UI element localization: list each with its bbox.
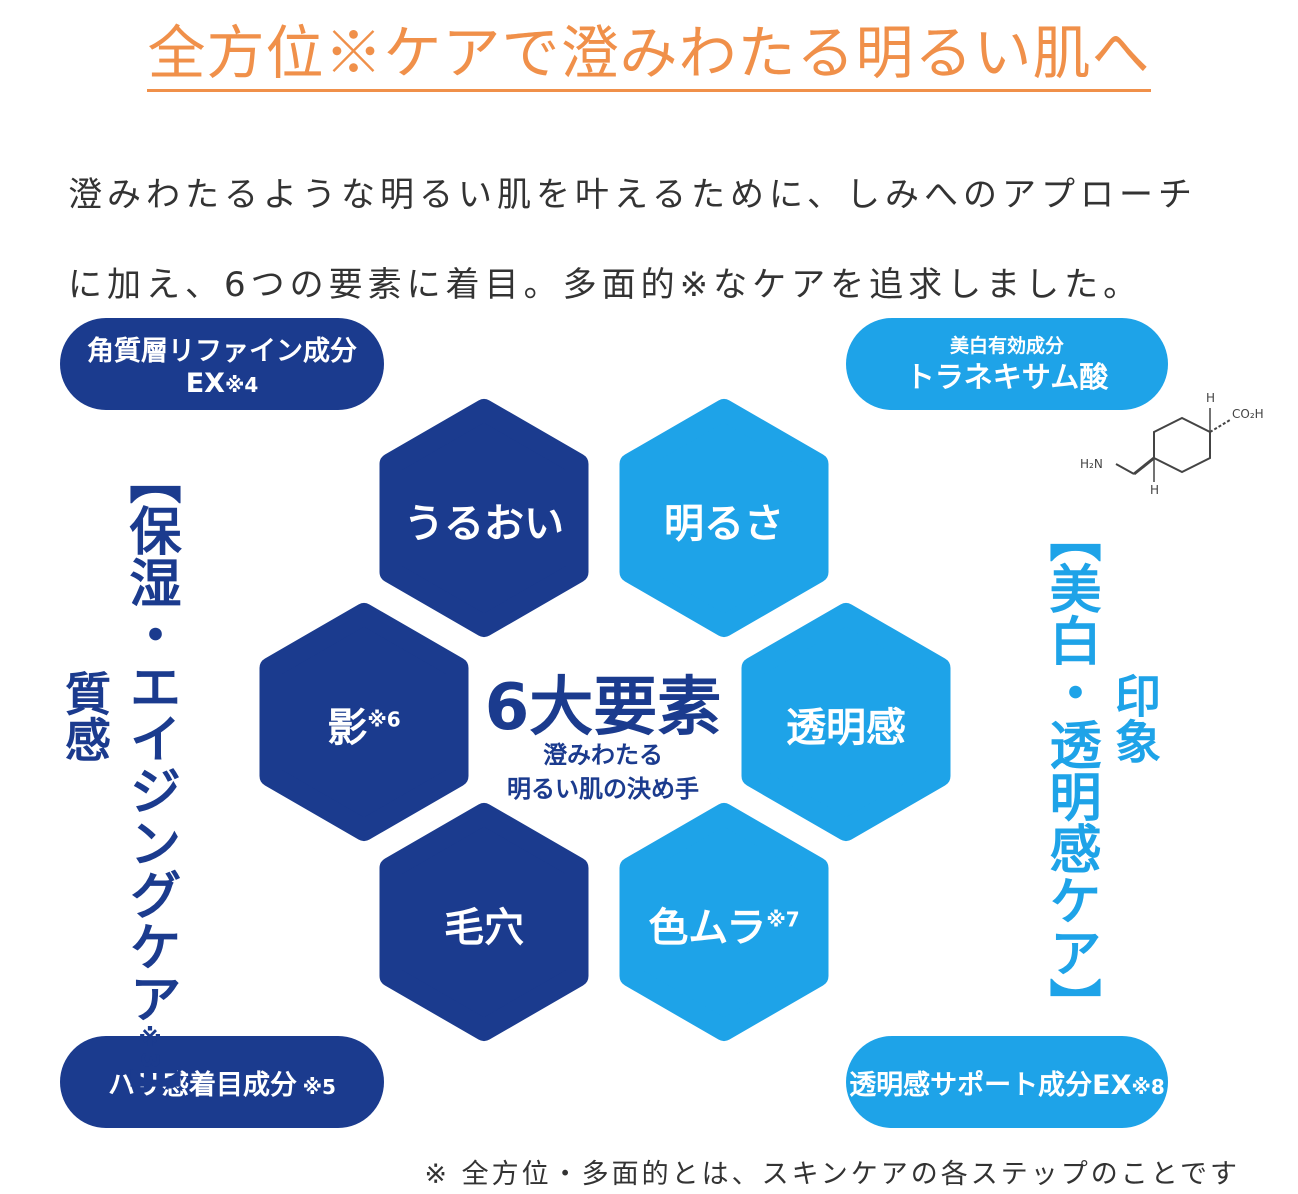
hexagon-label-2: 明るさ — [624, 491, 824, 549]
pill-firmness-ingredient: ハリ感着目成分 ※5 — [60, 1036, 384, 1128]
pill-clarity-support-ingredient: 透明感サポート成分EX※8 — [846, 1036, 1168, 1128]
pill-refine-ingredient: 角質層リファイン成分EX※4 — [60, 318, 384, 410]
six-elements-sub-line-2: 明るい肌の決め手 — [507, 775, 699, 803]
pill-refine-note: ※4 — [224, 373, 259, 397]
hexagon-label-note: ※6 — [367, 707, 401, 732]
hexagon-2 — [619, 399, 829, 637]
molecule-h-bottom: H — [1150, 483, 1159, 497]
molecule-bond-ch2 — [1115, 463, 1135, 475]
intro-line-2: に加え、6つの要素に着目。多面的※なケアを追求しました。 — [68, 265, 1143, 305]
hexagon-3 — [259, 603, 469, 841]
hexagon-label-5: 毛穴 — [384, 895, 584, 953]
pill-clarity-note: ※8 — [1131, 1074, 1165, 1099]
moisture-aging-care-label: 【保湿・エイジングケア※3】 — [120, 452, 180, 1121]
hexagon-label-6: 色ムラ※7 — [624, 895, 824, 953]
hexagon-label-text: 影 — [327, 705, 368, 751]
hexagon-label-text: 明るさ — [664, 501, 784, 547]
hexagon-label-text: 毛穴 — [444, 905, 524, 951]
impression-label: 印象 — [1108, 672, 1162, 764]
molecule-h-top: H — [1206, 391, 1215, 405]
six-elements-title: 6大要素 — [484, 671, 722, 745]
moisture-aging-care-text: 【保湿・エイジングケア — [120, 452, 180, 1024]
pill-firmness-note: ※5 — [302, 1074, 336, 1099]
six-elements-sub-line-1: 澄みわたる — [543, 741, 663, 769]
hexagon-1 — [379, 399, 589, 637]
hexagon-label-3: 影※6 — [264, 695, 464, 753]
hexagon-label-4: 透明感 — [746, 695, 946, 753]
pill-clarity-label: 透明感サポート成分EX — [849, 1069, 1132, 1101]
page-heading: 全方位※ケアで澄みわたる明るい肌へ — [0, 6, 1298, 92]
page-heading-text: 全方位※ケアで澄みわたる明るい肌へ — [147, 19, 1151, 92]
tranexamic-acid-molecule-icon: H H CO₂H H₂N — [1080, 391, 1264, 497]
molecule-bond-amine — [1133, 456, 1155, 476]
molecule-bond-acid — [1209, 419, 1231, 433]
footnote: ※ 全方位・多面的とは、スキンケアの各ステップのことです — [424, 1159, 1240, 1190]
hexagon-6 — [619, 803, 829, 1041]
hexagon-label-text: 透明感 — [786, 705, 906, 751]
intro-paragraph: 澄みわたるような明るい肌を叶えるために、しみへのアプローチ に加え、6つの要素に… — [68, 150, 1258, 330]
hexagon-4 — [741, 603, 951, 841]
pill-tranexamic-acid: 美白有効成分 トラネキサム酸 — [846, 318, 1168, 410]
hexagon-label-1: うるおい — [384, 491, 584, 549]
texture-label: 質感 — [58, 670, 112, 762]
pill-tranexamic-label: トラネキサム酸 — [905, 360, 1109, 394]
six-elements-subtitle: 澄みわたる 明るい肌の決め手 — [470, 738, 736, 806]
pill-firmness-label: ハリ感着目成分 — [108, 1069, 298, 1101]
intro-line-1: 澄みわたるような明るい肌を叶えるために、しみへのアプローチ — [68, 175, 1197, 215]
pill-whitening-label: 美白有効成分 — [949, 335, 1064, 357]
molecule-acid-label: CO₂H — [1232, 407, 1264, 421]
moisture-aging-care-note: ※3 — [136, 1024, 164, 1069]
pill-refine-label: 角質層リファイン成分EX — [87, 336, 357, 399]
hexagon-5 — [379, 803, 589, 1041]
whitening-clarity-care-label: 【美白・透明感ケア】 — [1040, 510, 1100, 1030]
hexagon-label-note: ※7 — [766, 907, 800, 932]
moisture-aging-care-close: 】 — [120, 1068, 180, 1121]
hexagon-label-text: うるおい — [404, 501, 564, 547]
hexagon-label-text: 色ムラ — [648, 905, 767, 951]
molecule-amine-label: H₂N — [1080, 457, 1103, 471]
